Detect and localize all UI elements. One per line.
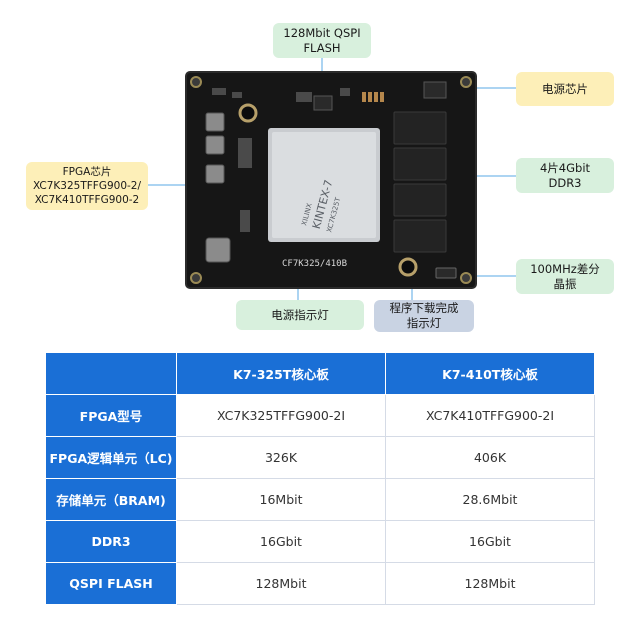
done-led-callout: 程序下载完成 指示灯 — [374, 300, 474, 332]
table-header-row: K7-325T核心板 K7-410T核心板 — [45, 352, 595, 395]
table-cell: XC7K325TFFG900-2I — [176, 394, 386, 437]
table-row: 存储单元（BRAM) 16Mbit 28.6Mbit — [45, 478, 595, 521]
oscillator — [435, 267, 457, 279]
row-label: QSPI FLASH — [45, 562, 177, 605]
table-row: DDR3 16Gbit 16Gbit — [45, 520, 595, 563]
power-led-callout-line-1: 电源指示灯 — [271, 307, 329, 322]
board-silkscreen-text: CF7K325/410B — [282, 259, 347, 269]
oscillator-callout: 100MHz差分 晶振 — [516, 259, 614, 294]
small-components — [212, 88, 350, 232]
table-cell: 16Gbit — [176, 520, 386, 563]
row-label: FPGA逻辑单元（LC) — [45, 436, 177, 479]
ddr3-callout: 4片4Gbit DDR3 — [516, 158, 614, 193]
table-row: QSPI FLASH 128Mbit 128Mbit — [45, 562, 595, 605]
table-cell: 16Mbit — [176, 478, 386, 521]
ddr3-callout-line-1: 4片4Gbit — [539, 160, 591, 175]
oscillator-callout-line-2: 晶振 — [553, 276, 577, 291]
table-cell: 128Mbit — [385, 562, 595, 605]
table-row: FPGA逻辑单元（LC) 326K 406K — [45, 436, 595, 479]
fpga-callout-line-2: XC7K325TFFG900-2/ — [32, 180, 142, 192]
fpga-callout-line-3: XC7K410TFFG900-2 — [34, 194, 140, 206]
inductors — [205, 112, 231, 263]
spec-table: K7-325T核心板 K7-410T核心板 FPGA型号 XC7K325TFFG… — [45, 352, 595, 605]
row-label: DDR3 — [45, 520, 177, 563]
row-label: 存储单元（BRAM) — [45, 478, 177, 521]
flash-callout-line-2: FLASH — [303, 40, 341, 55]
capacitors — [362, 92, 384, 102]
pcb: XILINX KINTEX-7 XC7K325T — [185, 71, 477, 289]
fpga-callout-line-1: FPGA芯片 — [62, 166, 112, 178]
row-label: FPGA型号 — [45, 394, 177, 437]
done-led-callout-line-1: 程序下载完成 — [389, 301, 459, 315]
column-header-k7-410t: K7-410T核心板 — [385, 352, 595, 395]
standoff-holes — [238, 103, 418, 277]
table-cell: 406K — [385, 436, 595, 479]
power-led-callout: 电源指示灯 — [236, 300, 364, 330]
table-cell: 16Gbit — [385, 520, 595, 563]
power-chip — [423, 81, 447, 99]
table-row: FPGA型号 XC7K325TFFG900-2I XC7K410TFFG900-… — [45, 394, 595, 437]
mount-holes — [190, 76, 472, 284]
ddr3-callout-line-2: DDR3 — [548, 175, 582, 190]
table-cell: 128Mbit — [176, 562, 386, 605]
flash-callout: 128Mbit QSPI FLASH — [273, 23, 371, 58]
fpga-chip: XILINX KINTEX-7 XC7K325T — [268, 128, 380, 242]
table-corner-cell — [45, 352, 177, 395]
flash-chip — [313, 95, 333, 111]
oscillator-callout-line-1: 100MHz差分 — [530, 261, 600, 276]
done-led-callout-line-2: 指示灯 — [406, 316, 442, 330]
flash-callout-line-1: 128Mbit QSPI — [283, 25, 361, 40]
column-header-k7-325t: K7-325T核心板 — [176, 352, 386, 395]
power-chip-callout-line-1: 电源芯片 — [542, 81, 588, 96]
fpga-callout: FPGA芯片 XC7K325TFFG900-2/ XC7K410TFFG900-… — [26, 162, 148, 210]
ddr3-chips — [393, 111, 447, 253]
table-cell: XC7K410TFFG900-2I — [385, 394, 595, 437]
table-cell: 28.6Mbit — [385, 478, 595, 521]
core-board-illustration: XILINX KINTEX-7 XC7K325T — [148, 56, 516, 300]
table-cell: 326K — [176, 436, 386, 479]
power-chip-callout: 电源芯片 — [516, 72, 614, 106]
